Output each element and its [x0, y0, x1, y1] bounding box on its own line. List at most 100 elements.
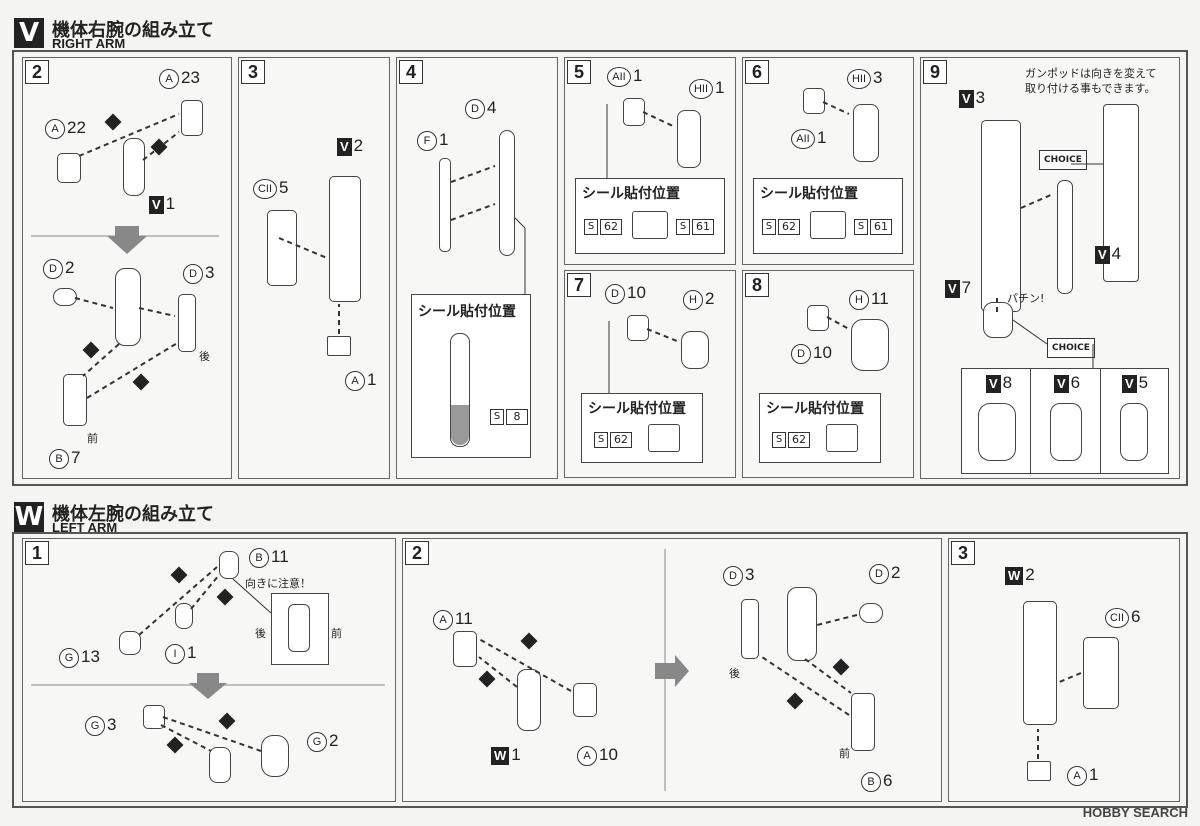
part-d10	[627, 315, 649, 341]
part-i1	[175, 603, 193, 629]
sticker-mark	[451, 405, 469, 445]
step-number: 8	[745, 273, 769, 297]
sticker-number-61: 61	[870, 219, 892, 235]
snap-sound-label: パチン!	[1007, 292, 1045, 305]
part-d2	[53, 288, 77, 306]
section-title-en: RIGHT ARM	[52, 36, 126, 51]
label-front: 前	[839, 747, 850, 760]
part-upper-arm	[787, 587, 817, 661]
label-rear: 後	[729, 667, 740, 680]
part-hand-hii1	[677, 110, 701, 168]
assembly-arrows-top	[31, 566, 385, 699]
label-front: 前	[87, 432, 98, 445]
sticker-position-title: シール貼付位置	[760, 186, 858, 202]
step-number: 7	[567, 273, 591, 297]
part-arm-body	[329, 176, 361, 302]
part-open-hand-h11	[851, 319, 889, 371]
section-title-jp: 機体右腕の組み立て	[52, 20, 214, 41]
sticker-position-box: シール貼付位置 S 62 S 61	[575, 178, 725, 254]
part-b6	[851, 693, 875, 751]
step-number: 4	[399, 60, 423, 84]
sticker-s-badge: S	[676, 219, 690, 235]
part-c6	[1083, 637, 1119, 709]
orientation-box	[271, 593, 329, 665]
section-title-jp: 機体左腕の組み立て	[52, 504, 214, 525]
section-v-frame	[12, 50, 1188, 486]
section-letter-w: W	[14, 502, 44, 532]
sticker-target-part	[648, 424, 680, 452]
part-arm-upper	[123, 138, 145, 196]
part-a11	[453, 631, 477, 667]
sticker-target-part	[810, 211, 846, 239]
sticker-position-title: シール貼付位置	[766, 401, 864, 417]
sticker-position-title: シール貼付位置	[588, 401, 686, 417]
part-d3	[178, 294, 196, 352]
sticker-s-badge: S	[584, 219, 598, 235]
assembly-arrows-bottom	[74, 297, 180, 399]
part-f1	[439, 158, 451, 252]
sticker-s-badge: S	[772, 432, 786, 448]
assembly-arrows-right	[758, 614, 858, 716]
section-w-header: W 機体左腕の組み立て LEFT ARM	[14, 500, 274, 538]
assembly-arrow	[822, 101, 850, 115]
part-aii1	[803, 88, 825, 114]
part-forearm	[517, 669, 541, 731]
label-front: 前	[331, 627, 342, 640]
step-number: 1	[25, 541, 49, 565]
step-number: 5	[567, 60, 591, 84]
step-number: 6	[745, 60, 769, 84]
section-letter-v: V	[14, 18, 44, 48]
step-number: 3	[951, 541, 975, 565]
section-title-en: LEFT ARM	[52, 520, 118, 535]
choice-badge-bottom: CHOICE	[1047, 338, 1095, 358]
step-number: 3	[241, 60, 265, 84]
label-rear: 後	[255, 627, 266, 640]
part-hand-option-v5	[1120, 403, 1148, 461]
assembly-arrows-bottom	[160, 712, 262, 754]
part-b7	[63, 374, 87, 426]
section-w-frame	[12, 532, 1188, 808]
sticker-number-62: 62	[778, 219, 800, 235]
part-arm-assembled	[981, 120, 1021, 312]
part-a23	[181, 100, 203, 136]
part-gunpod-mounted	[1057, 180, 1073, 294]
divider	[1100, 369, 1101, 473]
part-b11	[219, 551, 239, 579]
sticker-position-box: シール貼付位置 S 62 S 61	[753, 178, 903, 254]
assembly-arrows	[1037, 672, 1082, 759]
part-d2	[859, 603, 883, 623]
note-gunpod-orientation: ガンポッドは向きを変えて 取り付ける事もできます。	[1025, 67, 1157, 95]
part-g2	[261, 735, 289, 777]
part-upper-arm	[209, 747, 231, 783]
